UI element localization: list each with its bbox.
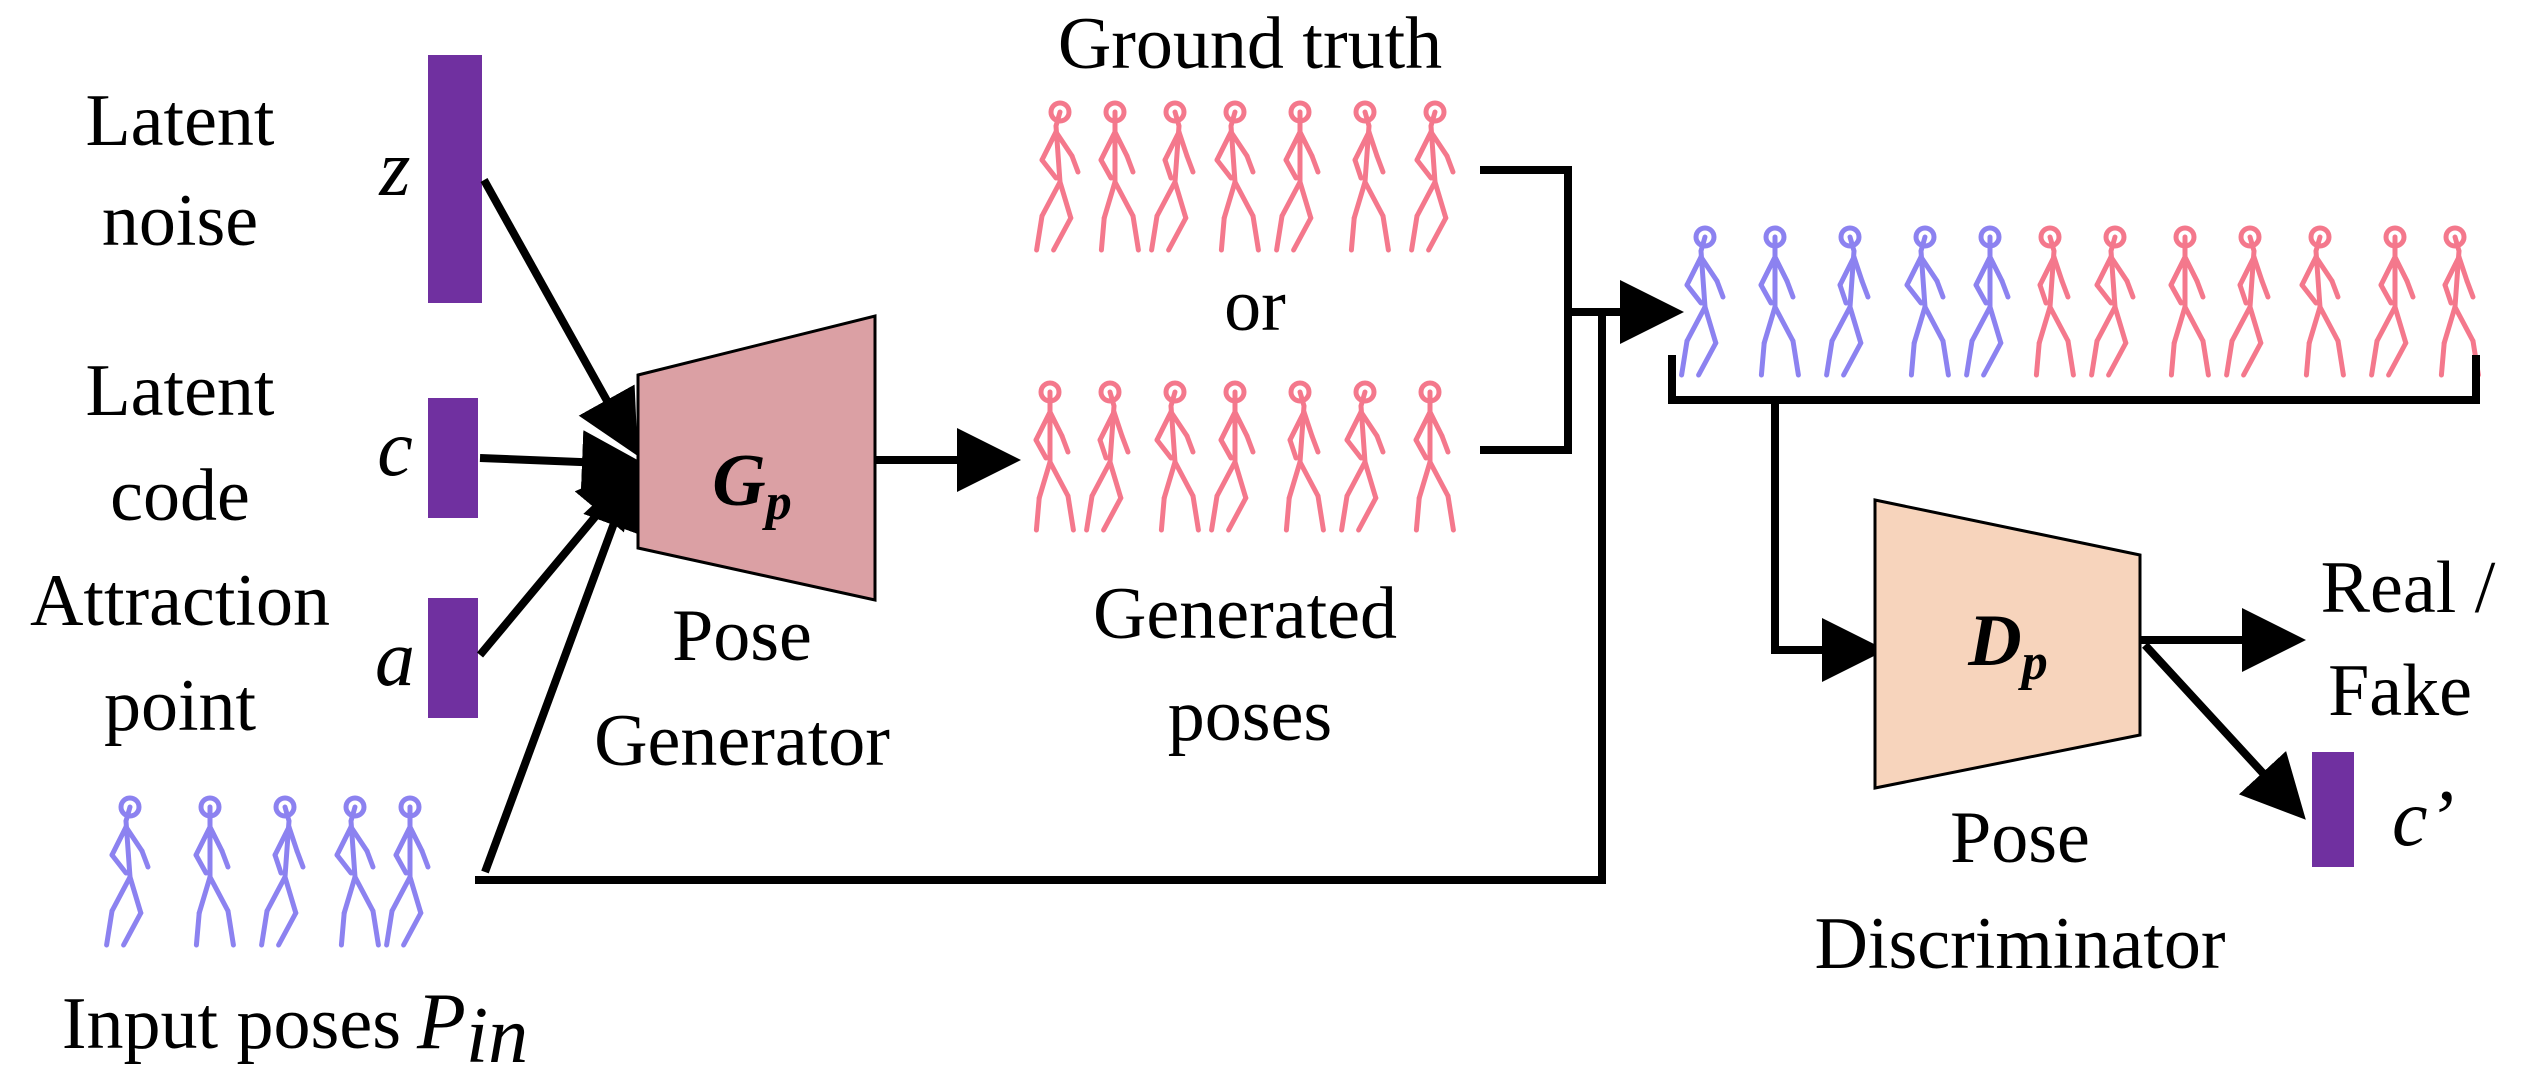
- attraction-point-label-line1: Attraction: [30, 560, 330, 642]
- attraction-point-label-line2: point: [104, 665, 257, 747]
- arrow-discriminator-to-code: [2142, 642, 2306, 820]
- combined-pose-figure: [1964, 225, 2011, 378]
- discriminator-symbol: Dp: [1967, 600, 2047, 691]
- latent-code-label-line1: Latent: [85, 350, 274, 432]
- combined-pose-figure: [1758, 225, 1801, 378]
- generated-poses-label-line1: Generated: [1093, 573, 1397, 655]
- ground-truth-pose-figure: [1098, 100, 1141, 253]
- input-pose-figure: [193, 795, 236, 948]
- generated-pose-figure: [1283, 380, 1326, 533]
- generated-pose-figure: [1084, 380, 1131, 533]
- real-fake-label-line2: Fake: [2328, 650, 2472, 732]
- ground-truth-pose-figure: [1348, 100, 1391, 253]
- ground-truth-pose-figure: [1149, 100, 1196, 253]
- generated-pose-figure: [1154, 380, 1201, 533]
- generated-pose-figure: [1209, 380, 1256, 533]
- generator-label-line1: Pose: [672, 595, 812, 677]
- generated-pose-figure: [1413, 380, 1456, 533]
- ground-truth-pose-figure: [1409, 100, 1456, 253]
- output-code-symbol: c’: [2392, 775, 2454, 863]
- output-code-bar: [2312, 752, 2354, 867]
- arrow-z-to-generator: [480, 178, 638, 456]
- combined-pose-figure: [2224, 225, 2271, 378]
- discriminator-label-line2: Discriminator: [1814, 903, 2225, 985]
- generator-symbol: Gp: [712, 440, 791, 531]
- discriminator-label-line1: Pose: [1950, 797, 2090, 879]
- combined-pose-figure: [2299, 225, 2346, 378]
- ground-truth-pose-figure: [1214, 100, 1261, 253]
- or-label: or: [1224, 265, 1286, 347]
- pose-generator-block: [636, 314, 877, 602]
- a-symbol: a: [375, 615, 415, 703]
- input-pose-figure: [259, 795, 306, 948]
- arrow-c-to-generator: [479, 430, 646, 495]
- combined-pose-figure: [2168, 225, 2211, 378]
- combined-pose-figure: [2438, 225, 2481, 378]
- c-symbol: c: [377, 405, 413, 493]
- ground-truth-pose-figure: [1274, 100, 1321, 253]
- combined-pose-figure: [2033, 225, 2076, 378]
- latent-noise-label-line1: Latent: [85, 80, 274, 162]
- latent-code-bar: [428, 398, 478, 518]
- input-pose-figure: [334, 795, 381, 948]
- latent-code-label-line2: code: [110, 455, 250, 537]
- input-pose-sequence: [104, 795, 431, 948]
- arrow-input-poses-to-generator: [481, 464, 644, 874]
- generated-pose-sequence: [1033, 380, 1456, 533]
- combined-pose-figure: [2369, 225, 2416, 378]
- generator-label-line2: Generator: [594, 700, 890, 782]
- latent-noise-bar: [428, 55, 482, 303]
- latent-noise-label-line2: noise: [102, 180, 258, 262]
- arrow-sequence-to-discriminator: [1771, 400, 1886, 682]
- combined-pose-figure: [1824, 225, 1871, 378]
- ground-truth-pose-sequence: [1034, 100, 1456, 253]
- ground-truth-pose-figure: [1034, 100, 1081, 253]
- z-symbol: z: [378, 125, 410, 213]
- combined-pose-figure: [2089, 225, 2136, 378]
- generated-poses-label-line2: poses: [1168, 675, 1332, 757]
- ground-truth-label: Ground truth: [1058, 3, 1442, 85]
- generated-pose-figure: [1339, 380, 1386, 533]
- combined-pose-sequence: [1679, 225, 2481, 378]
- pose-discriminator-block: [1873, 498, 2142, 790]
- real-fake-label-line1: Real /: [2321, 547, 2496, 629]
- input-poses-feed-line: [475, 312, 1606, 884]
- merge-bracket: [1480, 166, 1572, 454]
- arrow-a-to-generator: [476, 462, 641, 658]
- attraction-point-bar: [428, 598, 478, 718]
- input-pose-figure: [384, 795, 431, 948]
- combined-sequence-bracket: [1668, 355, 2480, 404]
- generated-pose-figure: [1033, 380, 1076, 533]
- combined-pose-figure: [1904, 225, 1951, 378]
- combined-pose-figure: [1679, 225, 1726, 378]
- input-pose-figure: [104, 795, 151, 948]
